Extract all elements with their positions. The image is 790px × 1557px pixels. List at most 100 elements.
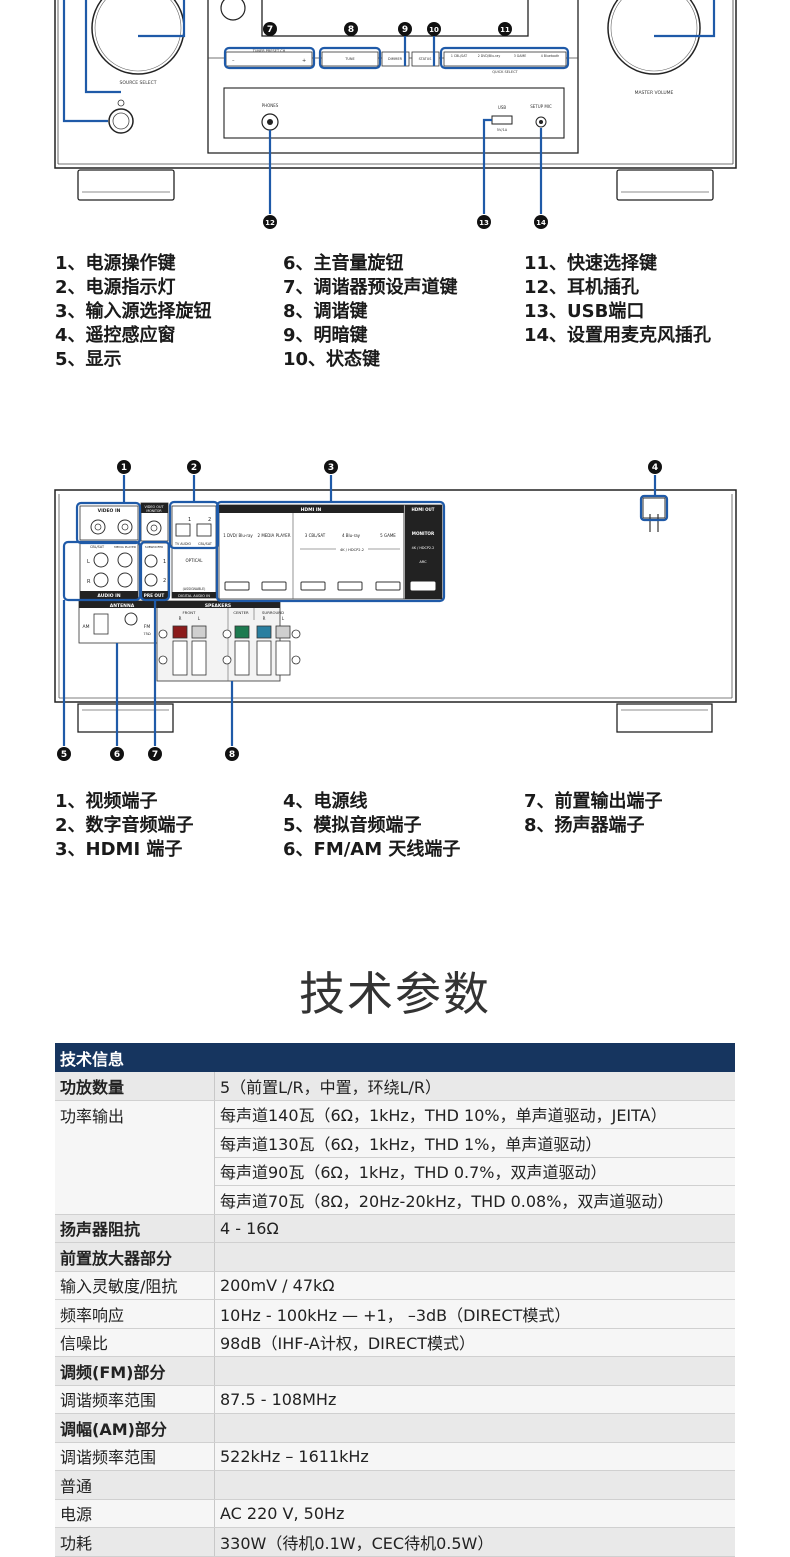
svg-text:VIDEO OUT: VIDEO OUT (144, 505, 164, 509)
audio-in-jack (117, 572, 133, 588)
front-center-panel (207, 0, 579, 154)
master-volume-label: MASTER VOLUME (635, 90, 674, 96)
hdmi-in-port-4 (337, 581, 363, 591)
rear-right-foot (616, 703, 713, 733)
svg-text:MEDIA PLAYER: MEDIA PLAYER (114, 545, 136, 549)
legend-item: 12、耳机插孔 (524, 277, 640, 298)
spec-value: 每声道130瓦（6Ω，1kHz，THD 1%，单声道驱动） (214, 1128, 735, 1158)
svg-text:CENTER: CENTER (233, 610, 249, 615)
legend-item: 7、前置输出端子 (524, 791, 663, 812)
svg-text:7: 7 (267, 25, 273, 35)
speaker-terminal-front-r (172, 625, 188, 639)
svg-text:3 GAME: 3 GAME (514, 54, 526, 58)
table-row: 每声道130瓦（6Ω，1kHz，THD 1%，单声道驱动） (55, 1128, 735, 1158)
am-antenna-terminal (93, 613, 109, 635)
legend-item: 6、主音量旋钮 (283, 253, 404, 274)
svg-text:DIGITAL AUDIO IN: DIGITAL AUDIO IN (178, 594, 210, 598)
rear-legend-col-2: 4、电源线 5、模拟音频端子 6、FM/AM 天线端子 (283, 790, 460, 862)
legend-item: 3、HDMI 端子 (55, 839, 183, 860)
legend-item: 4、遥控感应窗 (55, 325, 176, 346)
svg-text:R: R (179, 616, 182, 621)
table-row: 调幅(AM)部分 (55, 1413, 735, 1443)
svg-text:3: 3 (328, 463, 334, 473)
svg-text:5: 5 (61, 750, 67, 760)
svg-text:2: 2 (191, 463, 197, 473)
svg-text:8: 8 (229, 750, 235, 760)
svg-text:+: + (302, 58, 306, 64)
legend-item: 8、扬声器端子 (524, 815, 645, 836)
rear-legend-col-3: 7、前置输出端子 8、扬声器端子 (524, 790, 663, 838)
spec-key (55, 1185, 215, 1215)
svg-text:SPEAKERS: SPEAKERS (205, 603, 231, 609)
svg-text:4K / HDCP2.2: 4K / HDCP2.2 (412, 546, 435, 550)
spec-key: 输入灵敏度/阻抗 (55, 1271, 215, 1300)
tuner-preset-button (225, 51, 313, 67)
rear-callout-2 (187, 460, 201, 474)
hdmi-in-port-3 (300, 581, 326, 591)
svg-text:MONITOR: MONITOR (146, 509, 162, 513)
legend-item: 5、显示 (55, 349, 122, 370)
svg-text:FM: FM (144, 624, 151, 630)
rear-callout-1 (117, 460, 131, 474)
rear-legend-col-1: 1、视频端子 2、数字音频端子 3、HDMI 端子 (55, 790, 194, 862)
callout-7 (263, 22, 277, 36)
svg-text:10: 10 (429, 26, 439, 34)
table-row: 每声道70瓦（8Ω，20Hz-20kHz，THD 0.08%，双声道驱动） (55, 1185, 735, 1215)
spec-key: 调频(FM)部分 (55, 1356, 215, 1386)
svg-text:1: 1 (188, 517, 191, 523)
spec-value: 200mV / 47kΩ (214, 1271, 735, 1300)
power-indicator (117, 99, 125, 107)
fm-antenna-jack (124, 612, 138, 626)
spec-key: 扬声器阻抗 (55, 1214, 215, 1243)
svg-text:7: 7 (152, 750, 158, 760)
spec-value: 每声道90瓦（6Ω，1kHz，THD 0.7%，双声道驱动） (214, 1157, 735, 1186)
quick-select-buttons (443, 51, 567, 67)
spec-key: 前置放大器部分 (55, 1242, 215, 1272)
svg-text:ARC: ARC (419, 560, 427, 564)
callout-12 (263, 215, 277, 229)
spec-value: 每声道70瓦（8Ω，20Hz-20kHz，THD 0.08%，双声道驱动） (214, 1185, 735, 1215)
legend-item: 7、调谐器预设声道键 (283, 277, 458, 298)
spec-value: 522kHz – 1611kHz (214, 1442, 735, 1471)
svg-text:4 Bluetooth: 4 Bluetooth (541, 54, 560, 58)
power-cord (642, 497, 666, 519)
legend-item: 3、输入源选择旋钮 (55, 301, 212, 322)
callout-9 (398, 22, 412, 36)
svg-text:QUICK SELECT: QUICK SELECT (492, 70, 518, 74)
remote-sensor-window (220, 0, 246, 21)
rear-left-foot (77, 703, 174, 733)
legend-item: 9、明暗键 (283, 325, 368, 346)
spec-value (214, 1413, 735, 1443)
svg-text:L: L (198, 616, 201, 621)
spec-value (214, 1242, 735, 1272)
spec-key: 频率响应 (55, 1299, 215, 1329)
front-legend-col-1: 1、电源操作键 2、电源指示灯 3、输入源选择旋钮 4、遥控感应窗 5、显示 (55, 252, 212, 372)
svg-text:USB: USB (498, 105, 506, 110)
front-panel-diagram: SOURCE SELECT TUNER PRESET CH –+ TUNE DI… (54, 0, 737, 229)
callout-11 (498, 22, 512, 36)
spec-key: 功放数量 (55, 1072, 215, 1101)
svg-text:–: – (232, 58, 235, 64)
front-legend-col-3: 11、快速选择键 12、耳机插孔 13、USB端口 14、设置用麦克风插孔 (524, 252, 711, 348)
svg-text:SUBWOOFER: SUBWOOFER (145, 545, 163, 549)
specs-header-cell: 技术信息 (55, 1043, 735, 1072)
legend-item: 13、USB端口 (524, 301, 645, 322)
speaker-terminal-center (234, 625, 250, 639)
subwoofer-jack-1 (144, 554, 158, 568)
svg-text:L: L (87, 559, 90, 565)
rear-callout-7 (148, 747, 162, 761)
subwoofer-jack-2 (144, 573, 158, 587)
spec-key: 调谐频率范围 (55, 1385, 215, 1414)
front-legend-col-2: 6、主音量旋钮 7、调谐器预设声道键 8、调谐键 9、明暗键 10、状态键 (283, 252, 458, 372)
svg-text:TUNER PRESET CH: TUNER PRESET CH (252, 49, 286, 53)
svg-text:2 MEDIA PLAYER: 2 MEDIA PLAYER (258, 533, 291, 538)
rear-callout-6 (110, 747, 124, 761)
rear-panel-diagram: VIDEO IN VIDEO OUT MONITOR CBL/SAT MEDIA… (54, 460, 737, 761)
svg-text:DIMMER: DIMMER (388, 57, 403, 61)
svg-text:8: 8 (348, 25, 354, 35)
speaker-terminal-surround-r (256, 625, 272, 639)
